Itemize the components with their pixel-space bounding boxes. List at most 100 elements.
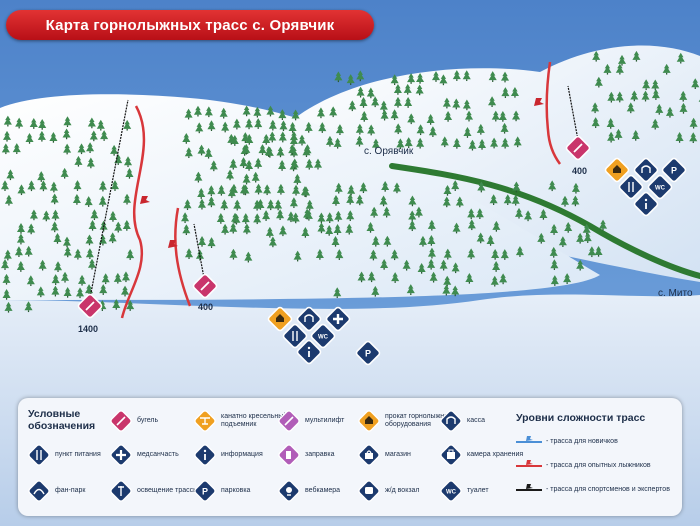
level-text: - трасса для спортсменов и экспертов: [546, 485, 670, 493]
title-banner: Карта горнолыжных трасс с. Орявчик: [6, 10, 374, 40]
rental-icon: [358, 410, 380, 432]
info-icon[interactable]: [633, 191, 659, 217]
level-text: - трасса для опытных лыжников: [546, 461, 651, 469]
level-text: - трасса для новичков: [546, 437, 618, 445]
legend-text: парковка: [221, 487, 251, 494]
toilet-icon: WC: [440, 480, 462, 502]
skier-icon: [140, 98, 544, 248]
ski-lift-icon[interactable]: [565, 135, 591, 161]
legend-storage: камера хранения: [440, 442, 523, 468]
legend-text: мультилифт: [305, 417, 345, 424]
legend-info: информация: [194, 442, 263, 468]
legend-cashier: касса: [440, 408, 485, 434]
legend-train: ж/д вокзал: [358, 478, 420, 504]
left-hill: [0, 94, 600, 300]
legend-multilift: мультилифт: [278, 408, 344, 434]
legend-lighting: освещение трассы: [110, 478, 198, 504]
legend-shop: магазин: [358, 442, 411, 468]
food-icon[interactable]: [282, 323, 308, 349]
cashier-icon: [440, 410, 462, 432]
map-icons: WC P P WC: [77, 135, 687, 366]
parking-icon: P: [194, 480, 216, 502]
legend-title: Условные обозначения: [28, 408, 96, 432]
legend-text: фан-парк: [55, 487, 86, 494]
train-icon: [358, 480, 380, 502]
legend-text: вебкамера: [305, 487, 341, 494]
cashier-icon[interactable]: [296, 306, 322, 332]
food-icon: [28, 444, 50, 466]
legend-medical: медсанчасть: [110, 442, 179, 468]
svg-text:P: P: [365, 349, 371, 359]
medical-icon: [110, 444, 132, 466]
legend-text: пункт питания: [55, 451, 101, 458]
lift-length-400-left: 400: [198, 302, 214, 312]
place-label-myto: с. Мито: [658, 288, 693, 299]
chairlift-icon: [194, 410, 216, 432]
trail-red-1: [120, 105, 146, 319]
legend-text: камера хранения: [467, 451, 524, 458]
lift-length-1400: 1400: [78, 324, 99, 334]
legend-toilet: WC туалет: [440, 478, 489, 504]
level-experienced: - трасса для опытных лыжников: [516, 460, 651, 470]
storage-icon: [440, 444, 462, 466]
info-icon[interactable]: [296, 339, 322, 365]
toilet-icon[interactable]: WC: [310, 323, 336, 349]
ski-lift-icon: [110, 410, 132, 432]
trail-expert-icon: [516, 484, 542, 491]
cashier-icon[interactable]: [633, 157, 659, 183]
trail-red-3: [545, 61, 562, 165]
lift-length-400-right: 400: [572, 166, 588, 176]
svg-text:P: P: [202, 487, 208, 497]
svg-text:WC: WC: [318, 335, 329, 341]
legend-text: ж/д вокзал: [385, 487, 420, 494]
lift-line-400-right: [567, 85, 579, 141]
legend-text: магазин: [385, 451, 411, 458]
levels-title: Уровни сложности трасс: [516, 412, 646, 424]
lift-line-400-left: [193, 223, 205, 279]
shop-icon: [358, 444, 380, 466]
funpark-icon: [28, 480, 50, 502]
parking-icon[interactable]: P: [661, 157, 687, 183]
legend-webcam: вебкамера: [278, 478, 340, 504]
toilet-icon[interactable]: WC: [647, 174, 673, 200]
food-icon[interactable]: [618, 174, 644, 200]
medical-icon[interactable]: [325, 306, 351, 332]
rental-icon[interactable]: [604, 157, 630, 183]
legend-text: канатно кресельный подъемник: [221, 413, 288, 428]
legend-ski-lift: бугель: [110, 408, 158, 434]
legend-text: прокат горнолыжного оборудования: [385, 413, 455, 428]
legend-food: пункт питания: [28, 442, 101, 468]
svg-text:WC: WC: [446, 490, 457, 496]
svg-text:WC: WC: [655, 186, 666, 192]
trail-experienced-icon: [516, 460, 542, 467]
legend-rental: прокат горнолыжного оборудования: [358, 408, 455, 434]
legend-text: освещение трассы: [137, 487, 199, 494]
legend-funpark: фан-парк: [28, 478, 86, 504]
legend-text: бугель: [137, 417, 159, 424]
parking-icon[interactable]: P: [355, 340, 381, 366]
ski-lift-icon[interactable]: [192, 273, 218, 299]
svg-text:P: P: [671, 166, 677, 176]
legend-text: информация: [221, 451, 263, 458]
ski-lift-icon[interactable]: [77, 293, 103, 319]
trail-red-2: [174, 207, 192, 307]
legend: Условные обозначения бугель канатно крес…: [18, 398, 682, 516]
multilift-icon: [278, 410, 300, 432]
webcam-icon: [278, 480, 300, 502]
info-icon: [194, 444, 216, 466]
legend-text: медсанчасть: [137, 451, 179, 458]
level-expert: - трасса для спортсменов и экспертов: [516, 484, 670, 494]
legend-chairlift: канатно кресельный подъемник: [194, 408, 291, 434]
legend-text: заправка: [305, 451, 335, 458]
legend-parking: P парковка: [194, 478, 250, 504]
rental-icon[interactable]: [267, 306, 293, 332]
legend-fuel: заправка: [278, 442, 335, 468]
fuel-icon: [278, 444, 300, 466]
legend-text: касса: [467, 417, 486, 424]
place-label-oryavchyk: с. Орявчик: [364, 146, 414, 157]
page-title: Карта горнолыжных трасс с. Орявчик: [45, 16, 335, 34]
trail-beginner-icon: [516, 436, 542, 443]
level-beginner: - трасса для новичков: [516, 436, 618, 446]
lift-line-1400: [89, 99, 129, 299]
lighting-icon: [110, 480, 132, 502]
